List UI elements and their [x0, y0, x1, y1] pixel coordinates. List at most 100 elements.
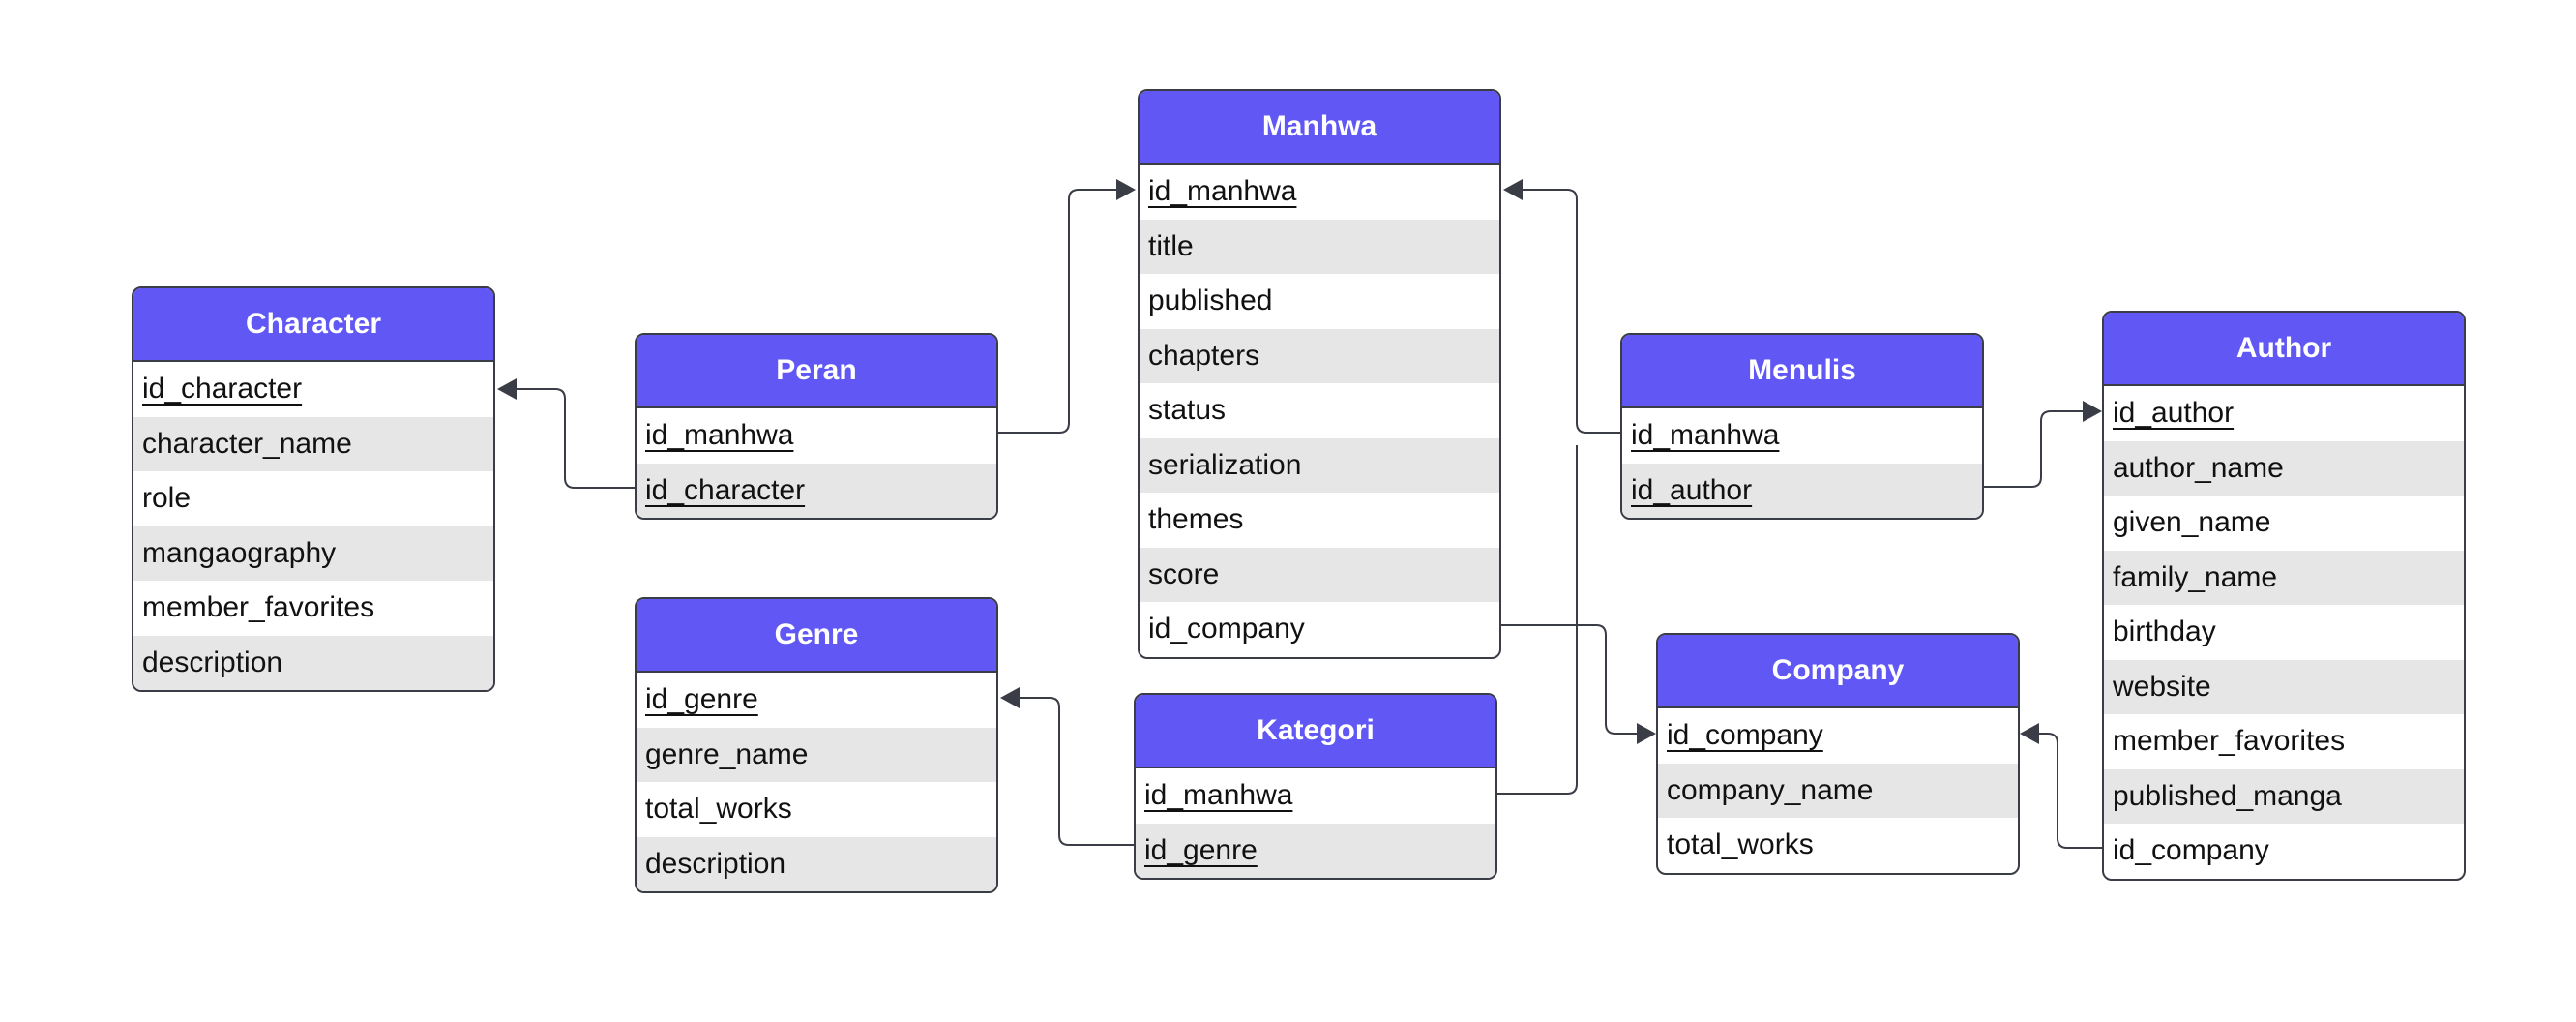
arrowhead-icon	[1000, 687, 1020, 708]
key-field: id_manhwa	[1140, 165, 1499, 220]
field: family_name	[2104, 550, 2464, 605]
field: published_manga	[2104, 768, 2464, 824]
field: genre_name	[637, 727, 996, 782]
field-name: description	[142, 646, 283, 678]
field: score	[1140, 547, 1499, 602]
field-name: id_manhwa	[645, 419, 794, 452]
field: website	[2104, 659, 2464, 714]
key-field: id_genre	[1136, 823, 1495, 878]
field-name: id_character	[142, 373, 303, 406]
key-field: id_genre	[637, 673, 996, 728]
field: description	[133, 635, 493, 690]
entity-title: Manhwa	[1140, 91, 1499, 165]
field: role	[133, 471, 493, 526]
field-name: birthday	[2113, 616, 2216, 648]
entity-peran[interactable]: Peran id_manhwa id_character	[635, 333, 998, 520]
entity-title: Company	[1658, 635, 2018, 708]
arrowhead-icon	[2020, 723, 2039, 744]
entity-title: Genre	[637, 599, 996, 673]
key-field: id_character	[133, 362, 493, 417]
field: company_name	[1658, 763, 2018, 818]
relationship-line	[1984, 410, 2085, 488]
relationship-line	[1501, 624, 1639, 735]
entity-title: Character	[133, 288, 493, 362]
field: description	[637, 836, 996, 891]
entity-company[interactable]: Company id_company company_name total_works	[1656, 633, 2020, 875]
entity-menulis[interactable]: Menulis id_manhwa id_author	[1620, 333, 1984, 520]
field-name: id_author	[1631, 473, 1753, 506]
field-name: id_character	[645, 473, 806, 506]
field: id_company	[1140, 602, 1499, 657]
field-name: description	[645, 847, 786, 880]
field: author_name	[2104, 440, 2464, 496]
field-name: given_name	[2113, 506, 2271, 539]
entity-title: Kategori	[1136, 695, 1495, 768]
field-name: id_company	[1667, 719, 1823, 752]
field: birthday	[2104, 605, 2464, 660]
field-name: role	[142, 482, 192, 515]
field: member_favorites	[133, 581, 493, 636]
field: themes	[1140, 493, 1499, 548]
field: serialization	[1140, 437, 1499, 493]
entity-title: Author	[2104, 313, 2464, 386]
field-name: id_company	[1148, 613, 1305, 646]
key-field: id_manhwa	[1136, 768, 1495, 824]
field-name: serialization	[1148, 448, 1302, 481]
key-field: id_company	[1658, 708, 2018, 764]
arrowhead-icon	[1116, 179, 1136, 200]
field-name: id_genre	[645, 683, 758, 716]
field: character_name	[133, 416, 493, 471]
arrowhead-icon	[2083, 401, 2102, 422]
field-name: total_works	[645, 793, 792, 826]
field: published	[1140, 274, 1499, 329]
field-name: id_company	[2113, 834, 2269, 867]
arrowhead-icon	[497, 378, 517, 400]
field-name: member_favorites	[2113, 725, 2346, 758]
field-name: id_genre	[1144, 833, 1258, 866]
field-name: mangaography	[142, 536, 337, 569]
field-name: id_author	[2113, 397, 2235, 430]
arrowhead-icon	[1503, 179, 1523, 200]
entity-title: Menulis	[1622, 335, 1982, 408]
relationship-line	[1521, 189, 1620, 434]
field-name: company_name	[1667, 773, 1874, 806]
field: member_favorites	[2104, 714, 2464, 769]
field-name: total_works	[1667, 828, 1814, 861]
entity-kategori[interactable]: Kategori id_manhwa id_genre	[1134, 693, 1497, 880]
relationship-line	[1018, 697, 1134, 846]
field: given_name	[2104, 496, 2464, 551]
arrowhead-icon	[1637, 723, 1656, 744]
key-field: id_author	[1622, 463, 1982, 518]
field-name: title	[1148, 229, 1194, 262]
relationship-line	[515, 388, 635, 489]
key-field: id_manhwa	[1622, 408, 1982, 464]
field-name: genre_name	[645, 737, 809, 770]
field-name: family_name	[2113, 560, 2278, 593]
field: total_works	[637, 782, 996, 837]
relationship-line	[998, 189, 1118, 434]
field-name: character_name	[142, 427, 352, 460]
field-name: id_manhwa	[1148, 175, 1297, 208]
field-name: published_manga	[2113, 779, 2342, 812]
field-name: website	[2113, 670, 2211, 703]
field-name: id_manhwa	[1144, 779, 1293, 812]
key-field: id_manhwa	[637, 408, 996, 464]
field-name: themes	[1148, 503, 1244, 536]
field-name: id_manhwa	[1631, 419, 1780, 452]
key-field: id_author	[2104, 386, 2464, 441]
entity-title: Peran	[637, 335, 996, 408]
field: chapters	[1140, 328, 1499, 383]
field: title	[1140, 219, 1499, 274]
field-name: status	[1148, 394, 1227, 427]
field: id_company	[2104, 824, 2464, 879]
key-field: id_character	[637, 463, 996, 518]
relationship-line	[2037, 733, 2102, 849]
field: total_works	[1658, 818, 2018, 873]
field-name: published	[1148, 285, 1273, 317]
